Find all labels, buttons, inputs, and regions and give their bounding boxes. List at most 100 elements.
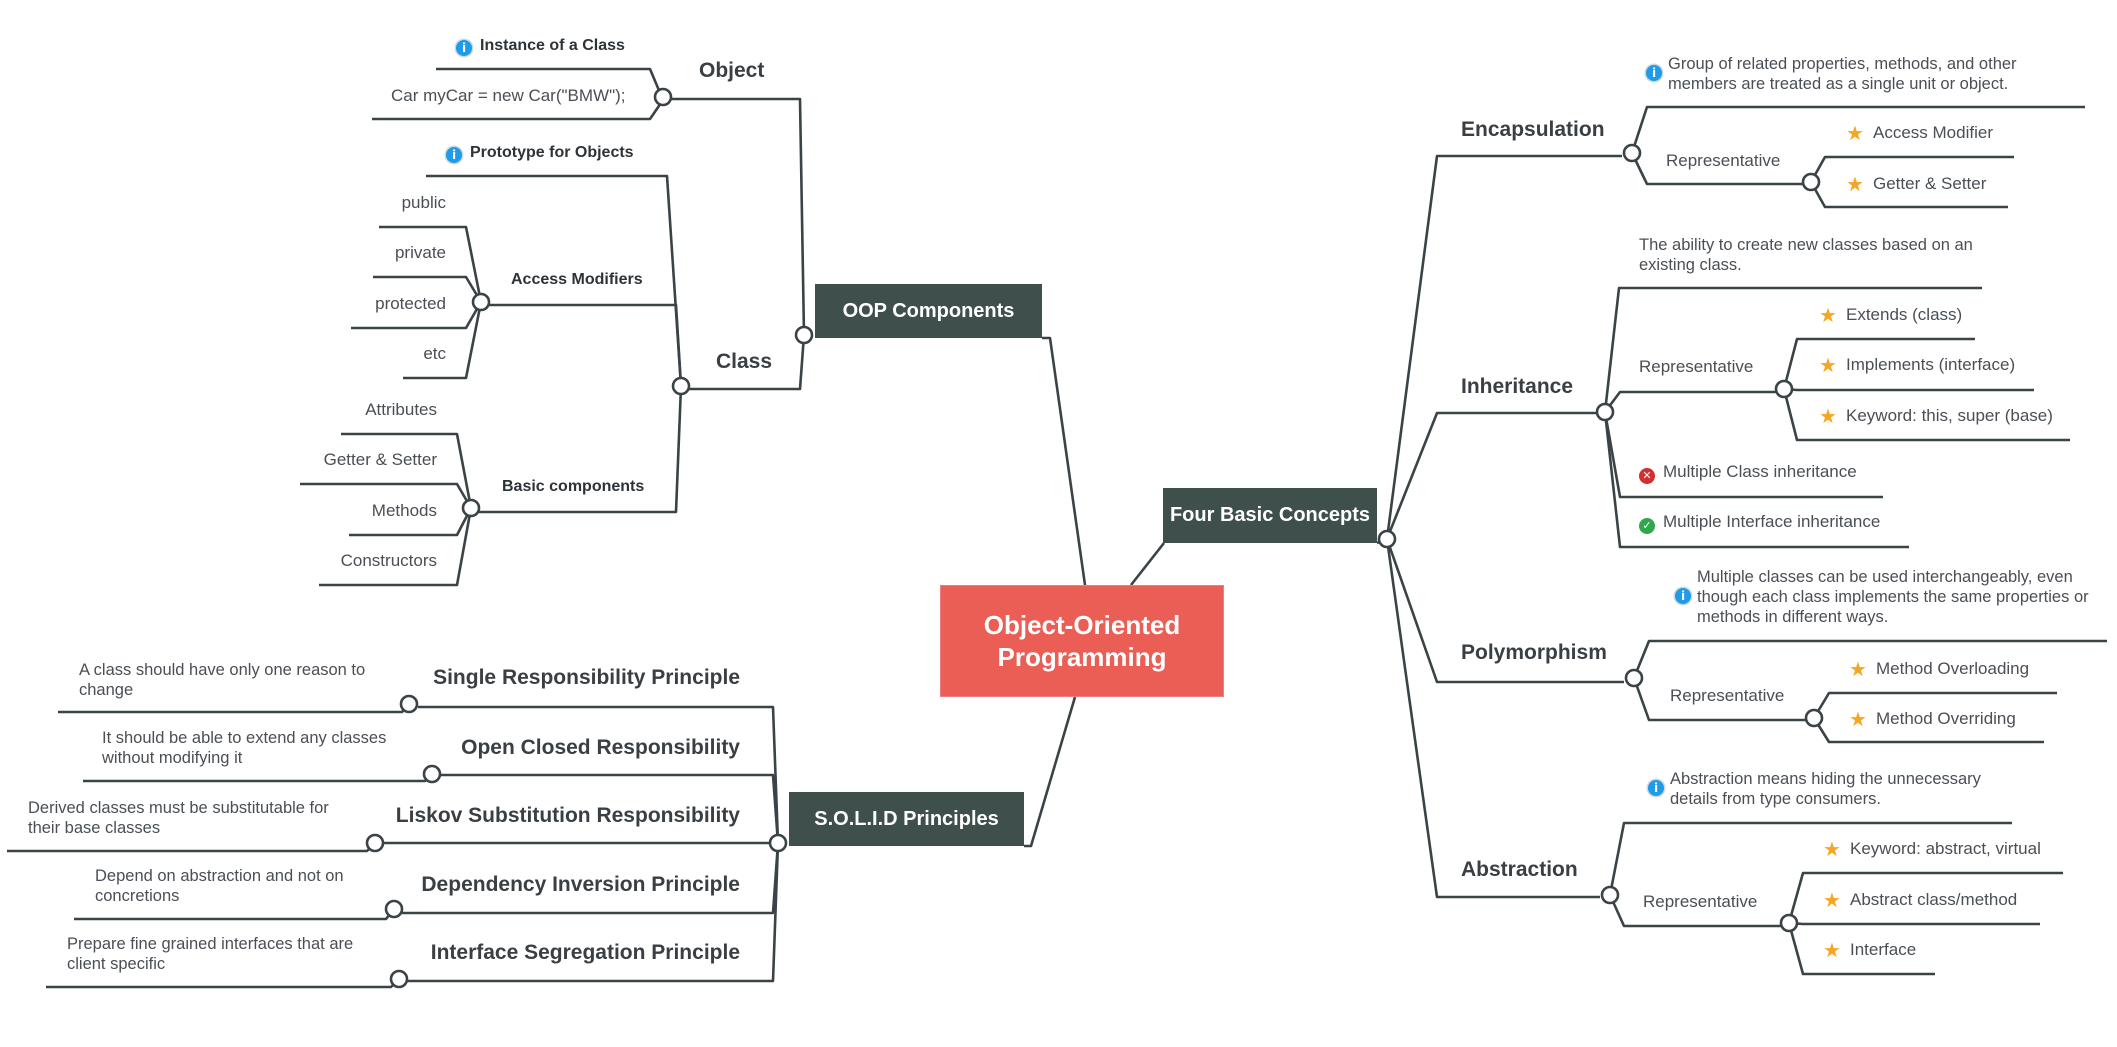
node-representative-item[interactable]: ★Keyword: abstract, virtual — [1822, 839, 2041, 859]
connector-ocr-desc — [83, 773, 433, 783]
star-icon: ★ — [1846, 172, 1864, 196]
node-inheritance[interactable]: Inheritance — [1461, 375, 1574, 398]
node-access-modifiers[interactable]: Access Modifiers — [511, 271, 643, 288]
connector-bc-attributes — [341, 432, 473, 509]
connector-inh-multiinterface — [1603, 411, 1909, 549]
node-encapsulation[interactable]: Encapsulation — [1461, 118, 1605, 141]
node-multiple-class-inheritance[interactable]: ✕Multiple Class inheritance — [1639, 462, 1857, 484]
star-icon: ★ — [1849, 707, 1867, 731]
info-icon: i — [1646, 65, 1662, 81]
star-icon: ★ — [1823, 938, 1841, 962]
info-icon: i — [456, 40, 472, 56]
node-basic-component-item[interactable]: Getter & Setter — [323, 450, 437, 469]
node-solid-desc[interactable]: A class should have only one reason to c… — [79, 661, 366, 699]
node-handle-lsr — [365, 833, 385, 853]
node-access-modifier-item[interactable]: etc — [423, 344, 446, 363]
connector-object-example — [372, 99, 665, 121]
node-basic-component-item[interactable]: Constructors — [340, 551, 437, 570]
node-representative[interactable]: Representative — [1639, 357, 1754, 376]
star-icon: ★ — [1819, 303, 1837, 327]
node-basic-component-item[interactable]: Attributes — [365, 400, 437, 419]
node-representative[interactable]: Representative — [1666, 151, 1781, 170]
node-representative-item[interactable]: ★ Abstract class/method — [1822, 890, 2017, 910]
connector-inh-rep-2 — [1783, 387, 2034, 392]
topic-label: S.O.L.I.D Principles — [814, 807, 999, 830]
connector-abs-rep-3 — [1787, 922, 1935, 976]
node-abstraction[interactable]: Abstraction — [1461, 858, 1578, 881]
node-representative-item[interactable]: ★Keyword: this, super (base) — [1818, 406, 2053, 426]
node-solid-desc[interactable]: Prepare fine grained interfaces that are… — [67, 935, 354, 973]
connector-am-public — [379, 225, 483, 303]
connector-enc-desc — [1630, 105, 2085, 154]
node-object-example[interactable]: Car myCar = new Car("BMW"); — [391, 86, 626, 105]
star-icon: ★ — [1823, 837, 1841, 861]
node-representative-item[interactable]: ★ Implements (interface) — [1818, 355, 2015, 375]
connector-abs-desc — [1608, 821, 2012, 896]
check-icon: ✓ — [1639, 518, 1655, 534]
node-inheritance-desc[interactable]: The ability to create new classes based … — [1639, 236, 1973, 274]
topic-label: Four Basic Concepts — [1169, 504, 1371, 526]
node-class[interactable]: Class — [716, 350, 773, 373]
node-multiple-interface-inheritance[interactable]: ✓Multiple Interface inheritance — [1639, 512, 1880, 534]
node-text: Group of related properties, methods, an… — [1668, 55, 2017, 93]
node-object[interactable]: Object — [699, 59, 765, 82]
node-representative-item[interactable]: ★ Extends (class) — [1818, 305, 1962, 325]
node-class-info[interactable]: i Prototype for Objects — [446, 143, 634, 163]
node-handle-access-modifiers — [471, 292, 491, 312]
node-representative-item[interactable]: ★Method Overloading — [1848, 659, 2029, 679]
node-representative-item[interactable]: ★Interface — [1822, 940, 1916, 960]
node-handle-inheritance — [1595, 402, 1615, 422]
topic-four-basic-concepts[interactable]: Four Basic Concepts — [1163, 488, 1377, 543]
node-solid-principle[interactable]: Dependency Inversion Principle — [421, 873, 740, 896]
node-handle-enc-rep — [1801, 172, 1821, 192]
node-representative[interactable]: Representative — [1643, 892, 1758, 911]
node-solid-principle[interactable]: Single Responsibility Principle — [433, 666, 740, 689]
node-encapsulation-desc[interactable]: i Group of related properties, methods, a… — [1646, 54, 2078, 94]
node-text: Extends (class) — [1846, 305, 1963, 324]
root-topic[interactable]: Object-Oriented Programming — [940, 585, 1224, 697]
node-solid-desc[interactable]: It should be able to extend any classes … — [102, 729, 387, 767]
node-text: Abstract class/method — [1850, 890, 2018, 909]
node-solid-desc[interactable]: Depend on abstraction and not on concret… — [95, 867, 344, 905]
connector-lsr-desc — [7, 842, 376, 853]
node-handle-abstraction — [1600, 885, 1620, 905]
node-polymorphism[interactable]: Polymorphism — [1461, 641, 1607, 664]
node-text: Getter & Setter — [1873, 174, 1987, 193]
connector-poly-rep — [1632, 677, 1806, 722]
star-icon: ★ — [1823, 888, 1841, 912]
node-representative-item[interactable]: ★Method Overriding — [1848, 709, 2016, 729]
info-icon: i — [446, 147, 462, 163]
star-icon: ★ — [1819, 404, 1837, 428]
node-representative[interactable]: Representative — [1670, 686, 1785, 705]
connector-oop-class — [681, 334, 806, 391]
node-text: Prototype for Objects — [470, 144, 634, 161]
star-icon: ★ — [1819, 353, 1837, 377]
node-access-modifier-item[interactable]: public — [401, 193, 446, 212]
node-solid-principle[interactable]: Liskov Substitution Responsibility — [395, 804, 740, 827]
node-handle-abs-rep — [1779, 913, 1799, 933]
connector-abs-rep-2 — [1788, 921, 2040, 926]
node-representative-item[interactable]: ★ Getter & Setter — [1845, 174, 1986, 194]
connector-four-abstraction — [1385, 538, 1600, 899]
node-access-modifier-item[interactable]: private — [394, 243, 446, 262]
connector-four-polymorphism — [1385, 538, 1624, 684]
topic-solid-principles[interactable]: S.O.L.I.D Principles — [789, 792, 1024, 846]
node-handle-oop — [794, 325, 814, 345]
connector-bc-constructors — [319, 507, 473, 587]
node-handle-encapsulation — [1622, 143, 1642, 163]
info-icon: i — [1648, 780, 1664, 796]
node-access-modifier-item[interactable]: protected — [375, 294, 446, 313]
node-text: Implements (interface) — [1846, 355, 2016, 374]
node-solid-principle[interactable]: Open Closed Responsibility — [461, 736, 740, 759]
node-solid-desc[interactable]: Derived classes must be substitutable fo… — [28, 799, 329, 837]
node-basic-component-item[interactable]: Methods — [371, 501, 437, 520]
node-solid-principle[interactable]: Interface Segregation Principle — [430, 941, 740, 964]
topic-oop-components[interactable]: OOP Components — [815, 284, 1042, 338]
connector-inh-rep — [1603, 390, 1776, 413]
node-basic-components[interactable]: Basic components — [502, 478, 645, 495]
connector-enc-rep — [1630, 152, 1803, 186]
node-representative-item[interactable]: ★Access Modifier — [1845, 123, 1993, 143]
